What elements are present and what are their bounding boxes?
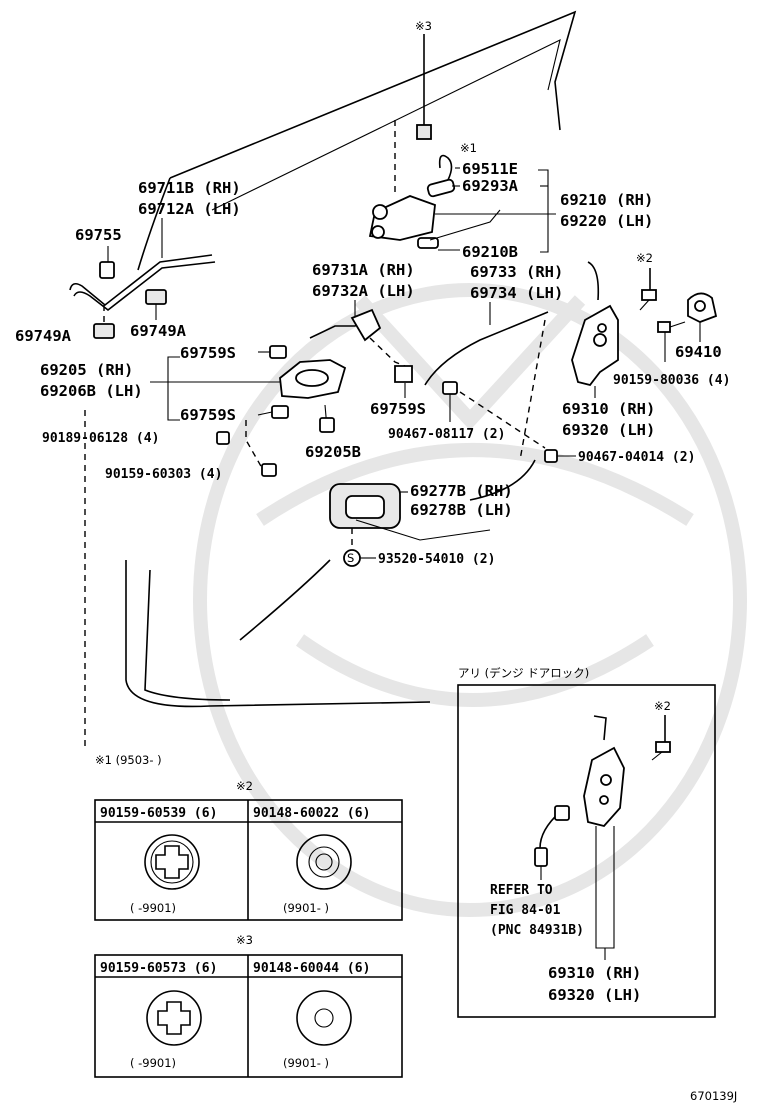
label-90159-80036: 90159-80036 (4): [613, 373, 730, 388]
striker-and-screws: ※2 69410 90159-80036 (4): [613, 251, 730, 388]
label-69749A-left: 69749A: [15, 327, 72, 345]
label-90159-60303: 90159-60303 (4): [105, 467, 222, 482]
label-69731A-rh: 69731A (RH): [312, 261, 415, 279]
label-69205B: 69205B: [305, 443, 361, 461]
table2-mark: ※2: [236, 779, 253, 793]
door-frame-outline: [84, 10, 577, 750]
label-69220-lh: 69220 (LH): [560, 212, 653, 230]
screw-table-mark-2: ※2 90159-60539 (6) 90148-60022 (6) ( -99…: [94, 779, 403, 921]
label-69511E: 69511E: [462, 160, 518, 178]
label-69320-lh: 69320 (LH): [562, 421, 655, 439]
lock-rod-assembly: 69711B (RH) 69712A (LH) 69755 69749A 697…: [15, 179, 241, 345]
rod-clip-bolts: 90467-08117 (2) 90467-04014 (2): [388, 381, 695, 465]
table3-col2-part: 90148-60044 (6): [253, 961, 370, 976]
label-69206B-lh: 69206B (LH): [40, 382, 143, 400]
label-69712A-lh: 69712A (LH): [138, 200, 241, 218]
inside-handle-bezel: 69277B (RH) 69278B (LH) S 93520-54010 (2…: [329, 482, 513, 567]
label-69210B: 69210B: [462, 243, 518, 261]
table3-col1-part: 90159-60573 (6): [100, 961, 217, 976]
label-69278B-lh: 69278B (LH): [410, 501, 513, 519]
label-69734-lh: 69734 (LH): [470, 284, 563, 302]
screw-table-mark-3: ※3 90159-60573 (6) 90148-60044 (6) ( -99…: [94, 933, 403, 1078]
label-69749A-right: 69749A: [130, 322, 187, 340]
inset-label-69320-lh: 69320 (LH): [548, 986, 641, 1004]
table3-col2-range: (9901- ): [283, 1056, 329, 1070]
mark-1-range-note: ※1 (9503- ): [95, 753, 162, 767]
inset-mark-2: ※2: [654, 699, 671, 713]
table2-col1-part: 90159-60539 (6): [100, 806, 217, 821]
label-93520-54010: 93520-54010 (2): [378, 552, 495, 567]
mark-3-screw: ※3: [394, 19, 432, 195]
label-69759S-bottom: 69759S: [180, 406, 236, 424]
label-69277B-rh: 69277B (RH): [410, 482, 513, 500]
label-69732A-lh: 69732A (LH): [312, 282, 415, 300]
outer-handle-lock-assembly: ※1: [368, 141, 477, 249]
lock-callouts: 69511E 69293A 69210 (RH) 69220 (LH) 6921…: [429, 160, 653, 261]
label-69759S-top: 69759S: [180, 344, 236, 362]
label-69293A: 69293A: [462, 177, 519, 195]
inset-refer-line3: (PNC 84931B): [490, 923, 584, 938]
door-lock-body: 69310 (RH) 69320 (LH): [562, 261, 655, 439]
table2-col2-range: (9901- ): [283, 901, 329, 915]
table2-col1-range: ( -9901): [130, 901, 176, 915]
label-90467-08117: 90467-08117 (2): [388, 427, 505, 442]
table2-col2-part: 90148-60022 (6): [253, 806, 370, 821]
table3-col1-range: ( -9901): [130, 1056, 176, 1070]
inset-title: アリ (デンジ ドアロック): [458, 666, 589, 680]
table3-mark: ※3: [236, 933, 253, 947]
label-69755: 69755: [75, 226, 122, 244]
label-69205-rh: 69205 (RH): [40, 361, 133, 379]
label-69733-rh: 69733 (RH): [470, 263, 563, 281]
screw-circle-s: S: [347, 551, 354, 565]
mark-1-label: ※1: [460, 141, 477, 155]
outside-lock-rod: 69733 (RH) 69734 (LH) 69759S: [370, 263, 563, 418]
label-69310-rh: 69310 (RH): [562, 400, 655, 418]
inset-label-69310-rh: 69310 (RH): [548, 964, 641, 982]
watermark-emblem: [193, 283, 747, 917]
mark-2-label: ※2: [636, 251, 653, 265]
inset-refer-line2: FIG 84-01: [490, 903, 561, 918]
label-69711B-rh: 69711B (RH): [138, 179, 241, 197]
electric-lock-inset: アリ (デンジ ドアロック) ※2 REFER TO FIG 84-01 (PN…: [457, 666, 716, 1018]
inside-lock-rod: 69731A (RH) 69732A (LH): [309, 261, 415, 369]
label-69410: 69410: [675, 343, 722, 361]
label-69759S-mid: 69759S: [370, 400, 426, 418]
figure-id: 670139J: [690, 1089, 737, 1103]
mark-3-label: ※3: [415, 19, 432, 33]
inset-refer-line1: REFER TO: [490, 883, 553, 898]
label-90467-04014: 90467-04014 (2): [578, 450, 695, 465]
inside-handle-assembly: 69205 (RH) 69206B (LH) 69759S 69759S 692…: [40, 344, 361, 482]
label-90189-06128: 90189-06128 (4): [42, 431, 159, 446]
label-69210-rh: 69210 (RH): [560, 191, 653, 209]
